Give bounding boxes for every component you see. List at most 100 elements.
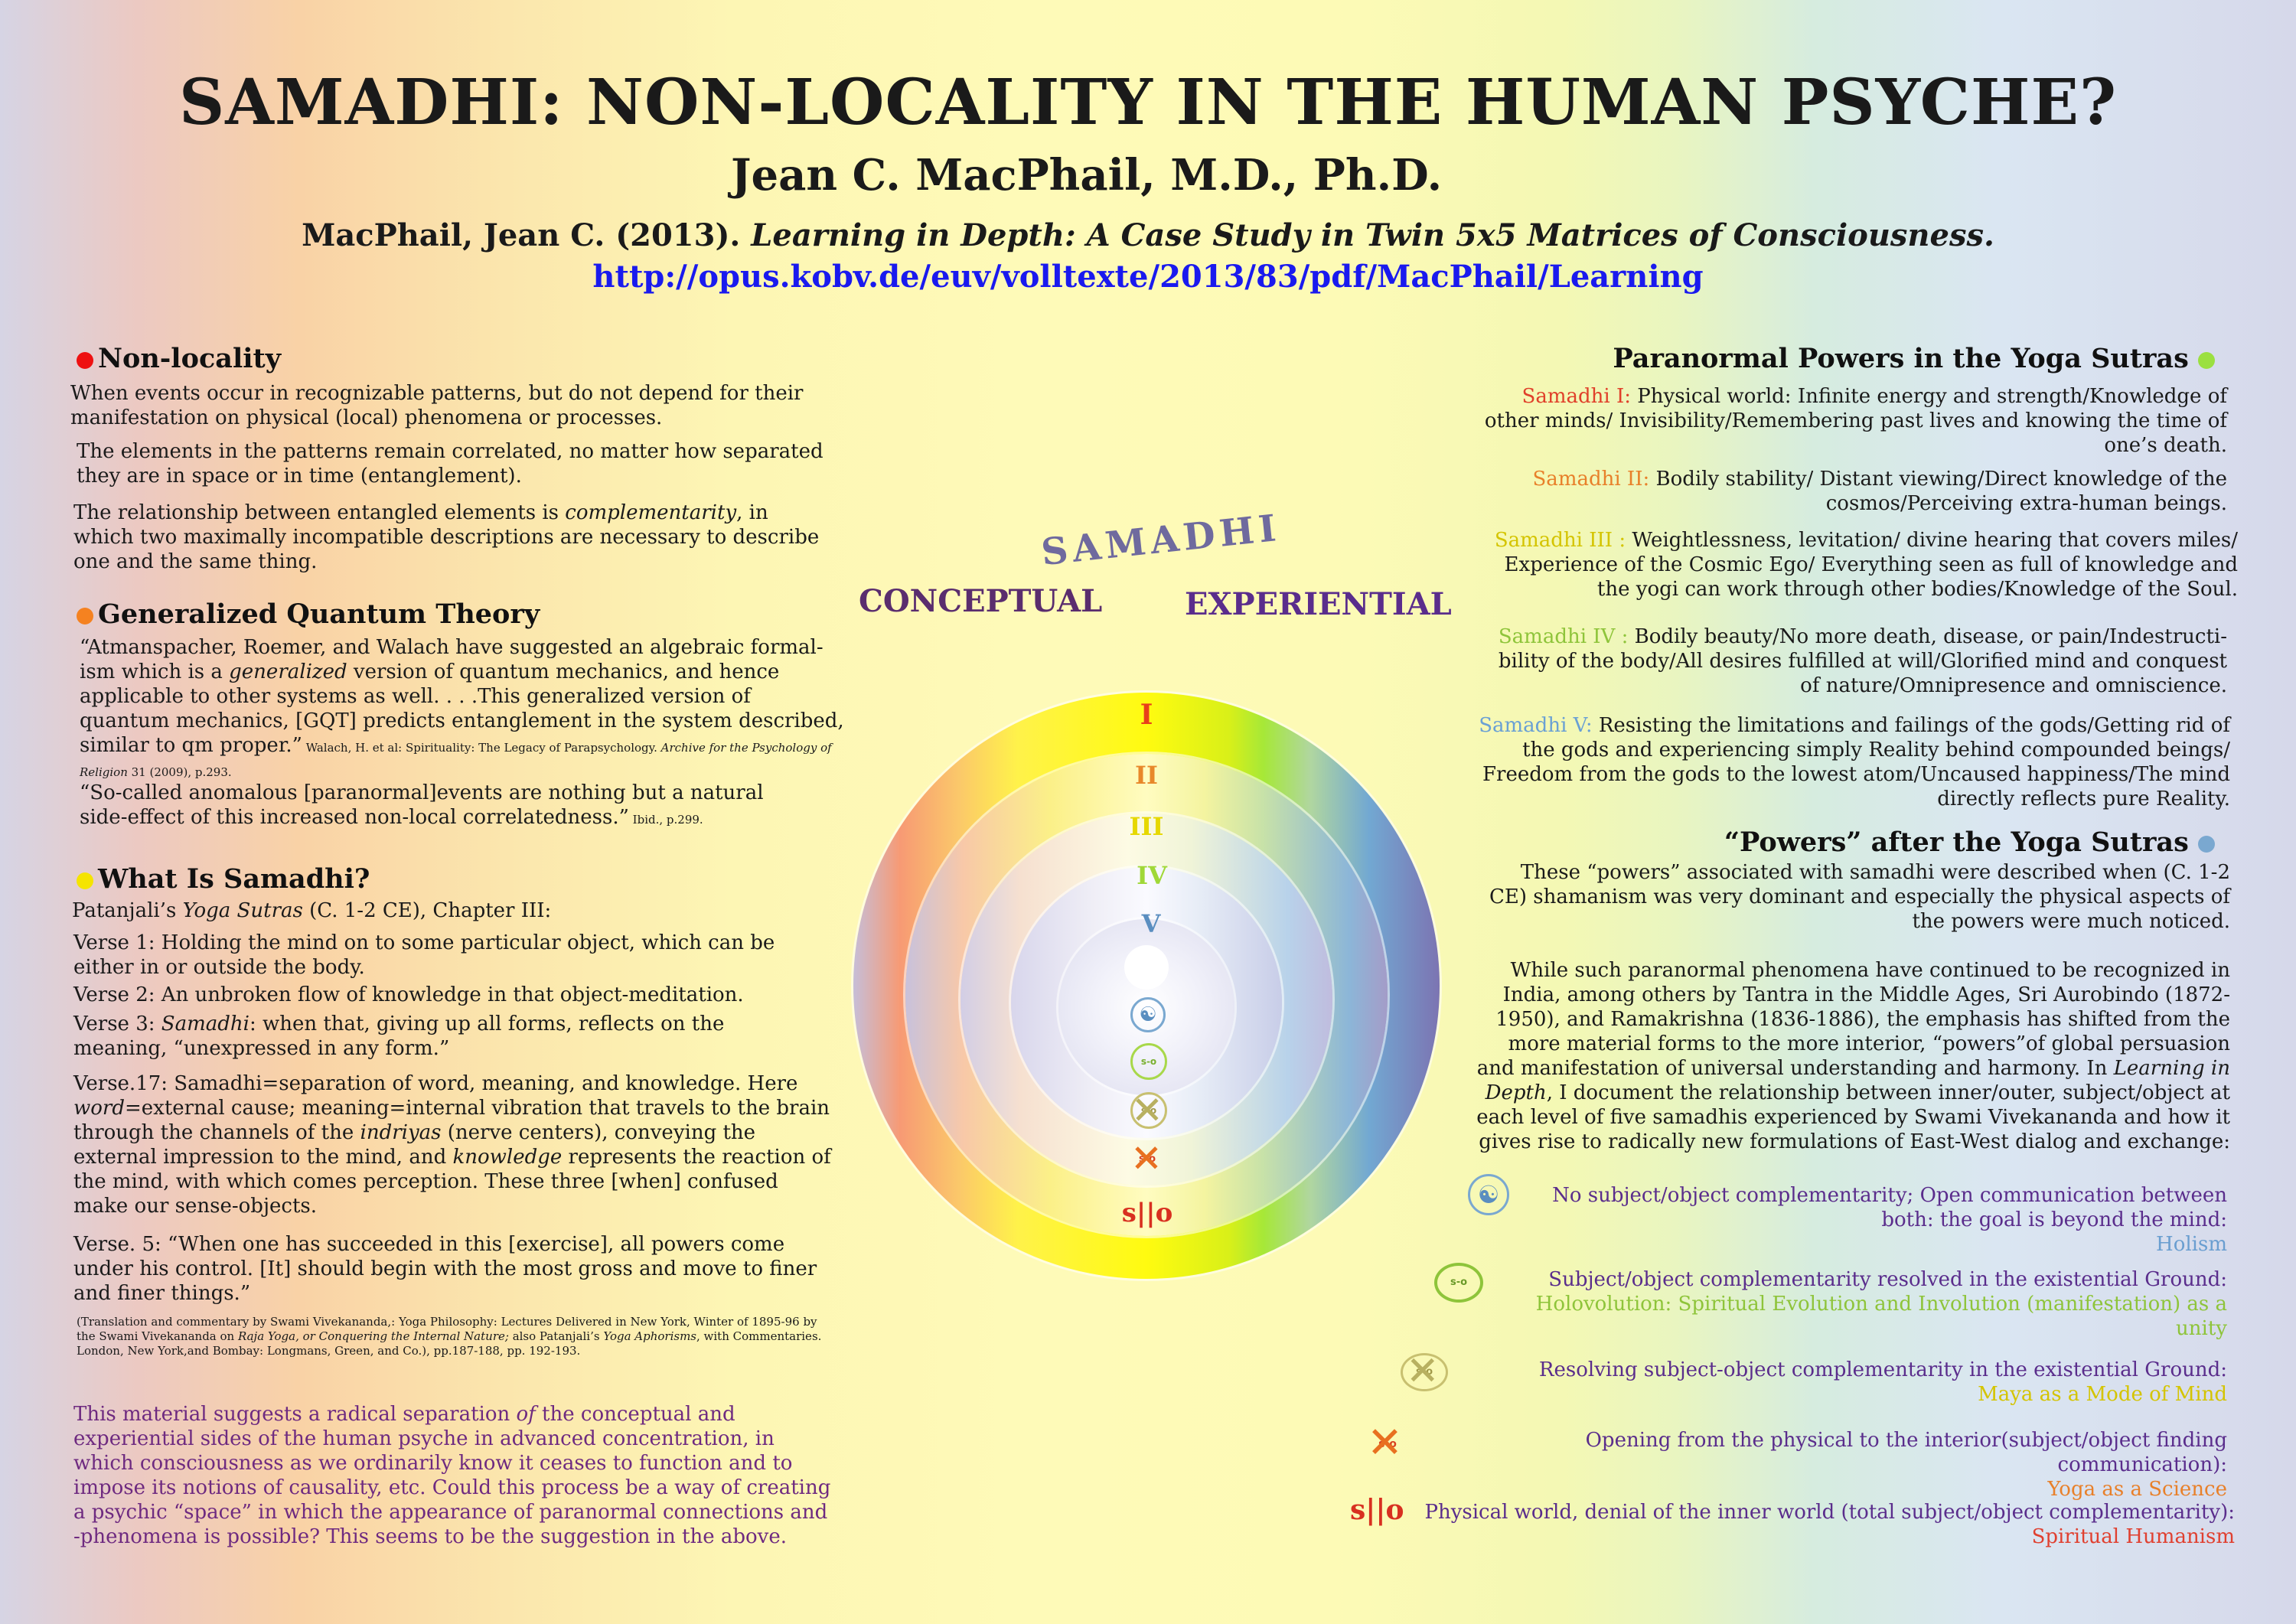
legend-maya-sub: Maya as a Mode of Mind — [1978, 1383, 2227, 1406]
yin-yang-icon: ☯ — [1130, 997, 1166, 1032]
whatis-heading: What Is Samadhi? — [77, 863, 370, 895]
v3-italic: Samadhi — [161, 1013, 249, 1035]
intro-a: Patanjali’s — [72, 899, 183, 922]
nonlocality-heading: Non-locality — [77, 343, 281, 374]
citation-url[interactable]: http://opus.kobv.de/euv/volltexte/2013/8… — [592, 259, 1704, 295]
verse-17: Verse.17: Samadhi=separation of word, me… — [73, 1071, 839, 1218]
ref1-b: 31 (2009), p.293. — [127, 765, 232, 779]
numeral-2: II — [1135, 761, 1158, 790]
legend-maya-text: Resolving subject-object complementarity… — [1538, 1358, 2227, 1381]
nonlocality-heading-text: Non-locality — [98, 343, 282, 374]
verse-3: Verse 3: Samadhi: when that, giving up a… — [73, 1012, 785, 1061]
legend-s-o-x-text: s-o — [1378, 1438, 1397, 1450]
legend-yoga-sub: Yoga as a Science — [2047, 1478, 2227, 1501]
green-dot-icon — [2198, 351, 2215, 369]
legend-s-o-x-icon: s-o✕ — [1361, 1420, 1414, 1466]
legend-x-mark-icon: ✕ — [1367, 1418, 1403, 1468]
numeral-3: III — [1129, 812, 1164, 841]
samadhi-5-label: Samadhi V: — [1479, 714, 1593, 737]
legend-holism-text: No subject/object complementarity; Open … — [1552, 1184, 2227, 1231]
q1-b: version of quantum mechanics, and hence … — [80, 660, 844, 757]
numeral-5: V — [1141, 909, 1161, 938]
intro-b: (C. 1-2 CE), Chapter III: — [302, 899, 552, 922]
cross-mark-icon: ✕ — [1131, 1088, 1163, 1133]
p3-italic: complementarity — [565, 501, 737, 524]
legend-holism: No subject/object complementarity; Open … — [1523, 1183, 2227, 1257]
ref2: Ibid., p.299. — [628, 813, 703, 827]
s-o-crossed-icon: s-o✕ — [1126, 1138, 1169, 1179]
powers-heading-text: Paranormal Powers in the Yoga Sutras — [1613, 343, 2189, 374]
q1-italic: generalized — [229, 660, 347, 683]
v17-italic-1: word — [73, 1097, 125, 1120]
legend-s-o-crossed-circle-icon: s-o✕ — [1401, 1351, 1448, 1392]
q1-a: “Atmanspacher, Roemer, and Walach have s… — [80, 636, 823, 683]
orange-dot-icon — [77, 607, 93, 624]
p3-b: , in which two maximally incompatible de… — [73, 501, 820, 573]
after-heading: “Powers” after the Yoga Sutras — [1454, 827, 2219, 858]
after-p2: While such paranormal phenomena have con… — [1469, 958, 2230, 1154]
s-parallel-o-icon: s||o — [1121, 1198, 1173, 1228]
q2: “So-called anomalous [paranormal]events … — [80, 781, 764, 829]
p3-a: The relationship between entangled eleme… — [73, 501, 566, 524]
legend-yin-yang-icon: ☯ — [1468, 1174, 1509, 1215]
verse-2: Verse 2: An unbroken flow of knowledge i… — [73, 983, 744, 1006]
nonlocality-p3: The relationship between entangled eleme… — [73, 501, 831, 574]
ref-c: , with Commentaries. London, New York,an… — [77, 1329, 822, 1358]
v3-b: : when that, giving up all forms, reflec… — [73, 1013, 725, 1060]
samadhi-1-powers: Samadhi I: Physical world: Infinite ener… — [1477, 384, 2227, 458]
samadhi-5-text: Resisting the limitations and failings o… — [1482, 714, 2230, 810]
conceptual-label: CONCEPTUAL — [859, 583, 1103, 619]
after-p1: These “powers” associated with samadhi w… — [1489, 861, 2230, 933]
legend-yoga-text: Opening from the physical to the interio… — [1585, 1429, 2227, 1476]
v17-italic-3: knowledge — [452, 1146, 563, 1169]
legend-crossed-circle-text: s-o — [1415, 1366, 1433, 1378]
ref-b: also Patanjali’s — [508, 1329, 604, 1343]
ref-italic-1: Raja Yoga, or Conquering the Internal Na… — [237, 1329, 509, 1343]
ref-italic-2: Yoga Aphorisms — [603, 1329, 696, 1343]
numeral-1: I — [1140, 699, 1153, 731]
samadhi-4-text: Bodily beauty/No more death, disease, or… — [1498, 625, 2227, 697]
samadhi-rings-diagram: I II III IV V ☯ s-o s-o✕ s-o✕ s||o — [853, 693, 1440, 1279]
gqt-heading: Generalized Quantum Theory — [77, 598, 540, 630]
samadhi-arc-label: SAMADHI — [1039, 506, 1283, 575]
legend-s-o-green-icon: s-o — [1434, 1263, 1483, 1303]
legend-holovolution-text: Subject/object complementarity resolved … — [1548, 1268, 2227, 1291]
blue-dot-icon — [2198, 835, 2215, 853]
s-o-green-circle-icon: s-o — [1130, 1043, 1167, 1080]
samadhi-2-powers: Samadhi II: Bodily stability/ Distant vi… — [1477, 467, 2228, 516]
samadhi-3-text: Weightlessness, levitation/ divine heari… — [1504, 529, 2238, 601]
conclusion-italic: of — [516, 1403, 536, 1426]
powers-heading: Paranormal Powers in the Yoga Sutras — [1454, 343, 2219, 374]
gqt-quote-1: “Atmanspacher, Roemer, and Walach have s… — [80, 635, 845, 782]
samadhi-1-text: Physical world: Infinite energy and stre… — [1484, 385, 2227, 457]
whatis-heading-text: What Is Samadhi? — [98, 863, 370, 895]
whatis-intro: Patanjali’s Yoga Sutras (C. 1-2 CE), Cha… — [72, 898, 837, 923]
ref1-italic: Archive for the Psychology of Religion — [80, 741, 832, 779]
citation-plain: MacPhail, Jean C. (2013). — [302, 217, 752, 253]
whatis-reference: (Translation and commentary by Swami Viv… — [77, 1315, 827, 1358]
yellow-dot-icon — [77, 872, 93, 889]
red-dot-icon — [77, 351, 93, 369]
author: Jean C. MacPhail, M.D., Ph.D. — [731, 150, 1443, 201]
legend-yoga: Opening from the physical to the interio… — [1424, 1428, 2227, 1502]
nonlocality-p2: The elements in the patterns remain corr… — [77, 440, 823, 488]
samadhi-3-powers: Samadhi III : Weightlessness, levitation… — [1477, 528, 2238, 602]
after-heading-text: “Powers” after the Yoga Sutras — [1724, 827, 2189, 858]
verse-5: Verse. 5: “When one has succeeded in thi… — [73, 1233, 817, 1305]
legend-humanism: Physical world, denial of the inner worl… — [1408, 1500, 2235, 1549]
v17-b: =external cause; meaning=internal vibrat… — [73, 1097, 830, 1144]
v17-a: Verse.17: Samadhi=separation of word, me… — [73, 1072, 798, 1095]
center-light-icon — [1124, 945, 1169, 990]
samadhi-2-text: Bodily stability/ Distant viewing/Direct… — [1649, 468, 2228, 515]
nonlocality-p1: When events occur in recognizable patter… — [70, 382, 804, 429]
samadhi-3-label: Samadhi III : — [1494, 529, 1626, 552]
legend-humanism-sub: Spiritual Humanism — [2031, 1525, 2235, 1548]
legend-holovolution-sub: Holovolution: Spiritual Evolution and In… — [1535, 1293, 2227, 1340]
samadhi-4-powers: Samadhi IV : Bodily beauty/No more death… — [1477, 624, 2227, 698]
gqt-quote-2: “So-called anomalous [paranormal]events … — [80, 781, 791, 830]
conclusion-a: This material suggests a radical separat… — [73, 1403, 517, 1426]
verse-1: Verse 1: Holding the mind on to some par… — [73, 931, 775, 979]
gqt-heading-text: Generalized Quantum Theory — [98, 598, 540, 630]
x-mark-icon: ✕ — [1130, 1136, 1163, 1181]
v17-d: represents the reaction of the mind, wit… — [73, 1146, 831, 1218]
